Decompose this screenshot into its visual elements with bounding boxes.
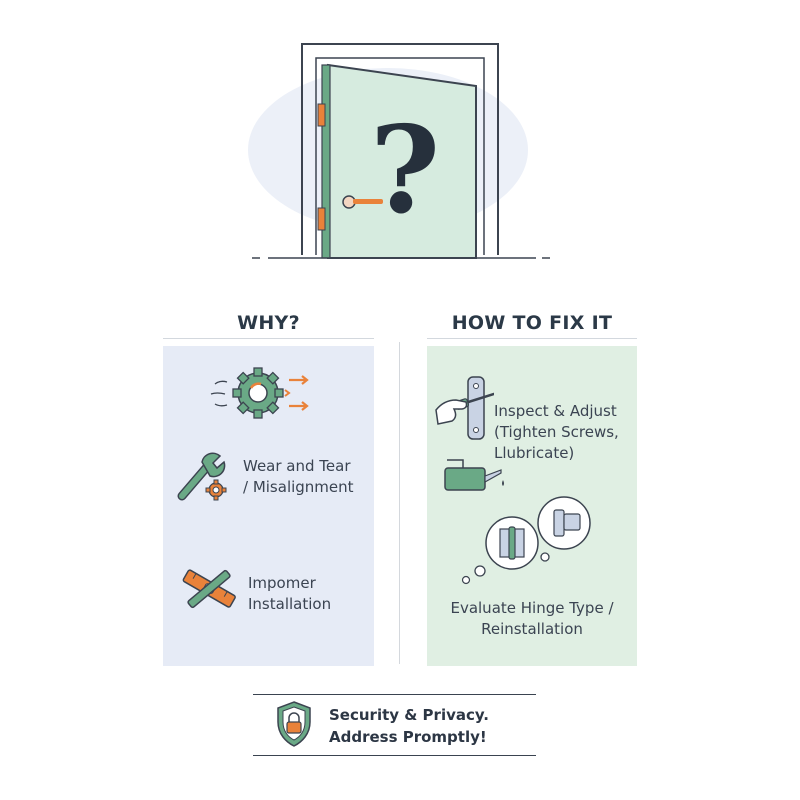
column-divider (399, 342, 400, 664)
hinge-thought-bubble-icon (461, 496, 591, 585)
fix-item-evaluate: Evaluate Hinge Type / Reinstallation (450, 599, 614, 638)
banner-text: Security & Privacy. Address Promptly! (329, 706, 489, 746)
question-mark: ? (370, 100, 440, 241)
hand-screwdriver-icon (435, 376, 494, 440)
why-title: WHY? (237, 312, 300, 334)
oil-can-icon (444, 459, 504, 491)
door-handle (353, 199, 383, 204)
shield-lock-icon (277, 701, 311, 747)
fix-item-inspect: Inspect & Adjust (Tighten Screws, Llubri… (494, 402, 619, 462)
fix-title: HOW TO FIX IT (451, 312, 613, 334)
hinge-plate (467, 376, 485, 440)
door-question-icon: ? (248, 43, 550, 259)
gear-arrows-icon (210, 367, 309, 419)
hinge-bottom (317, 207, 326, 231)
security-banner: Security & Privacy. Address Promptly! (253, 694, 536, 756)
wrench-gear-icon (177, 452, 227, 501)
level-crossed-icon (182, 569, 236, 609)
hinge-top (317, 103, 326, 127)
why-item-installation: Impomer Installation (248, 574, 332, 613)
door-frame (301, 43, 499, 255)
why-item-wear: Wear and Tear / Misalignment (243, 457, 354, 496)
why-title-rule (163, 338, 374, 339)
fix-title-rule (427, 338, 637, 339)
door-frame-inner (315, 57, 485, 255)
